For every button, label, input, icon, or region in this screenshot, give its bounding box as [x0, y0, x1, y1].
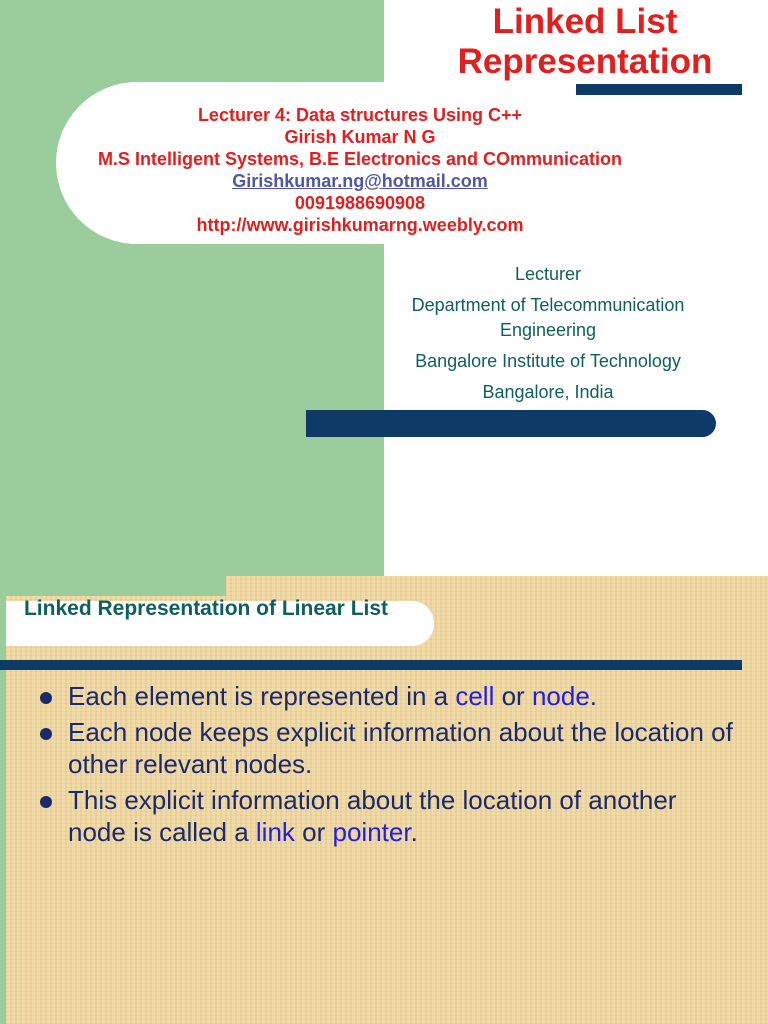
author-name: Girish Kumar N G — [284, 127, 436, 147]
info-oval — [56, 82, 576, 244]
green-side-strip — [0, 576, 6, 1024]
website-link[interactable]: http://www.girishkumarng.weebly.com — [196, 215, 524, 235]
list-item: Each node keeps explicit information abo… — [40, 716, 740, 780]
slide-title: Linked Representation of Linear List — [23, 597, 389, 620]
email-link[interactable]: Girishkumar.ng@hotmail.com — [232, 171, 488, 191]
list-item: This explicit information about the loca… — [40, 784, 740, 848]
affiliation-department: Department of Telecommunication Engineer… — [411, 295, 685, 340]
affiliation-location: Bangalore, India — [482, 382, 614, 402]
title-slide: Linked List Representation Lecturer 4: D… — [0, 0, 742, 576]
slide-title: Linked List Representation — [457, 2, 713, 81]
title-underline-bar — [0, 660, 742, 670]
bullet-dot-icon — [40, 692, 52, 704]
highlight-term: node — [531, 681, 590, 711]
phone-number: 0091988690908 — [294, 193, 426, 213]
green-top-strip — [0, 576, 226, 596]
affiliation-block: Lecturer Department of Telecommunication… — [384, 262, 712, 405]
lecture-title: Lecturer 4: Data structures Using C++ — [197, 105, 523, 125]
bullet-dot-icon — [40, 796, 52, 808]
bullet-dot-icon — [40, 728, 52, 740]
content-slide: Linked Representation of Linear List Eac… — [0, 576, 768, 1024]
bottom-accent-bar — [306, 410, 716, 437]
highlight-term: cell — [455, 681, 495, 711]
title-pill — [6, 601, 434, 646]
highlight-term: pointer — [332, 817, 411, 847]
affiliation-institute: Bangalore Institute of Technology — [415, 351, 681, 371]
affiliation-role: Lecturer — [514, 264, 582, 284]
author-qualifications: M.S Intelligent Systems, B.E Electronics… — [97, 149, 623, 169]
list-item: Each element is represented in a cell or… — [40, 680, 740, 712]
lecturer-info-block: Lecturer 4: Data structures Using C++ Gi… — [0, 104, 720, 236]
highlight-term: link — [255, 817, 295, 847]
bullet-list: Each element is represented in a cell or… — [40, 680, 740, 852]
